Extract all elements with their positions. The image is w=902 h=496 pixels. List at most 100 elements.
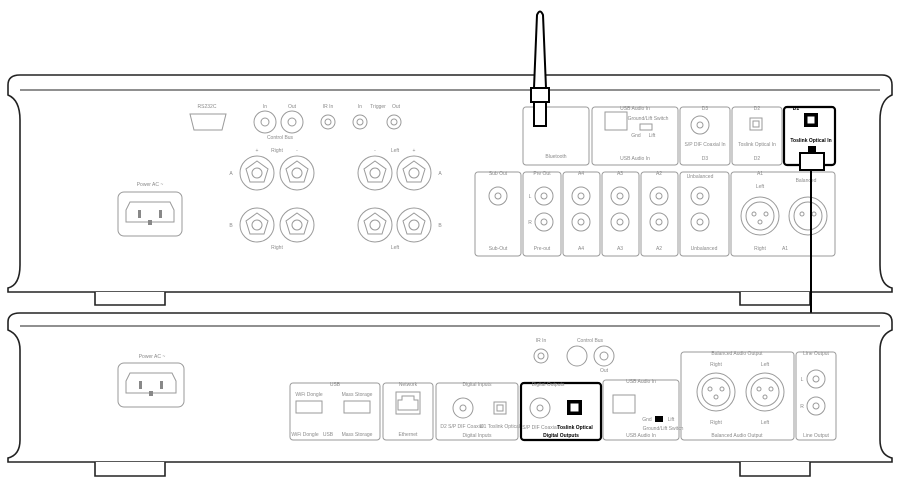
top-unit-usb-audio-in-lift-label: Lift: [649, 133, 656, 139]
top-unit-d1-label-label: Toslink Optical In: [790, 138, 831, 144]
digital-outputs-panel-highlighted: Digital Outputs S/P DIF Coaxial Toslink …: [519, 381, 603, 442]
top-unit-rs232-label: RS232C: [198, 104, 217, 110]
top-unit: Power AC ~ RS232C In Out Control Bus IR …: [7, 10, 893, 306]
bottom-unit-ethernet-label-label: Ethernet: [399, 432, 419, 438]
top-unit-d2-label-label: Toslink Optical In: [738, 142, 776, 148]
top-unit-ir-in-label: IR In: [323, 104, 334, 110]
top-unit-pre-out-r-label: R: [528, 220, 532, 226]
bottom-unit-line-out-r-label: R: [800, 404, 804, 410]
top-unit-speakers-row-b-label: B: [438, 223, 442, 229]
top-unit-speakers-left-label: Left: [391, 148, 400, 154]
top-unit-unbalanced-label-label: Unbalanced: [691, 246, 718, 252]
top-unit-pre-out-label-label: Pre-out: [534, 246, 551, 252]
top-unit-d3-label-label: S/P DIF Coaxial In: [684, 142, 725, 148]
top-unit-a1-sub-label: Balanced: [796, 178, 817, 184]
bottom-unit-usb-bottom-left-label: WiFi Dongle: [291, 432, 318, 438]
bottom-unit-digital-inputs-d1-label: D1 Toslink Optical: [480, 424, 520, 430]
line-output-panel: Line Output L R Line Output: [795, 351, 837, 441]
top-unit-usb-audio-in-header-label: USB Audio In: [620, 106, 650, 112]
bottom-unit-line-out-label-label: Line Output: [803, 433, 829, 439]
balanced-audio-output-panel: Balanced Audio Output Right Left Right L…: [680, 351, 795, 441]
top-unit-d1-header-label: D1: [793, 106, 800, 112]
sub-out-panel: Sub Out Sub-Out: [474, 171, 522, 257]
top-unit-trigger-out-label: Out: [392, 104, 401, 110]
top-unit-a1-label-label: A1: [782, 246, 788, 252]
bottom-unit-usb-header-label: USB: [330, 382, 341, 388]
top-unit-a2-label: A2: [656, 171, 662, 177]
a2-panel: A2 A2: [640, 171, 679, 257]
top-unit-a1-right-label: Right: [754, 246, 766, 252]
usb-audio-in-panel: USB Audio In Ground/Lift Switch Gnd Lift…: [591, 106, 679, 166]
d2-optical-panel: D2 Toslink Optical In D2: [731, 106, 783, 166]
bottom-unit-digital-inputs-header-label: Digital Inputs: [463, 382, 492, 388]
top-unit-a1-left-label: Left: [756, 184, 765, 190]
top-unit-pre-out-l-label: L: [529, 194, 532, 200]
bottom-unit-digital-outputs-header-label: Digital Outputs: [532, 382, 565, 388]
bottom-unit-digital-inputs-label-label: Digital Inputs: [463, 433, 492, 439]
bottom-unit-ir-in-label: IR In: [536, 338, 547, 344]
bottom-unit-balanced-header-label: Balanced Audio Output: [711, 351, 763, 357]
bottom-unit-ethernet-header-label: Network: [399, 382, 418, 388]
unbalanced-panel: Unbalanced Unbalanced: [679, 171, 730, 257]
top-unit-usb-audio-in-gnd-label: Gnd: [631, 133, 641, 139]
rs232-port: RS232C: [189, 104, 227, 131]
bottom-unit: Power AC ~ IR In Control Bus Out USB WiF…: [7, 312, 893, 477]
top-unit-a3-label: A3: [617, 171, 623, 177]
top-unit-a1-header-label: A1: [757, 171, 763, 177]
top-unit-a3-label: A3: [617, 246, 623, 252]
foot-right: [739, 462, 811, 477]
top-unit-bluetooth-label: Bluetooth: [545, 154, 566, 160]
a1-balanced-panel: A1 Balanced Left Right A1: [730, 171, 836, 257]
top-unit-control-bus-out-label: Out: [288, 104, 297, 110]
ethernet-panel: Network Ethernet: [382, 382, 434, 441]
bottom-unit-usb-audio-in-label-label: USB Audio In: [626, 433, 656, 439]
bottom-unit-digital-outputs-coax-label: S/P DIF Coaxial: [522, 425, 557, 431]
control-bus-top: In Out Control Bus IR In In Trigger Out: [253, 104, 402, 141]
bottom-unit-line-out-l-label: L: [801, 377, 804, 383]
top-unit-d3-footer-label: D3: [702, 156, 709, 162]
top-unit-a4-label: A4: [578, 171, 584, 177]
top-unit-usb-audio-in-label-label: USB Audio In: [620, 156, 650, 162]
bottom-unit-balanced-left-label: Left: [761, 420, 770, 426]
bottom-unit-usb-audio-in-gnd-label: Gnd: [642, 417, 652, 423]
top-unit-d2-header-label: D2: [754, 106, 761, 112]
top-unit-speakers-plus-label: +: [256, 148, 259, 154]
bottom-unit-usb-port1-label: WiFi Dongle: [295, 392, 322, 398]
top-unit-sub-out-header-label: Sub Out: [489, 171, 508, 177]
top-unit-sub-out-label-label: Sub-Out: [489, 246, 508, 252]
top-unit-a2-label: A2: [656, 246, 662, 252]
bottom-unit-usb-bottom-mid-label: USB: [323, 432, 334, 438]
top-unit-trigger-in-label: In: [358, 104, 362, 110]
bottom-unit-balanced-right-label: Right: [710, 420, 722, 426]
foot-left: [94, 292, 166, 306]
power-inlet: Power AC ~: [117, 354, 185, 408]
foot-left: [94, 462, 166, 477]
usb-audio-in-panel: USB Audio In Gnd Lift Ground/Lift Switch…: [602, 379, 684, 441]
top-unit-d2-footer-label: D2: [754, 156, 761, 162]
antenna: [530, 10, 550, 127]
bottom-unit-control-bus-label-label: Control Bus: [577, 338, 604, 344]
top-unit-usb-audio-in-switch-label: Ground/Lift Switch: [628, 116, 669, 122]
bottom-unit-usb-bottom-right-label: Mass Storage: [342, 432, 373, 438]
pre-out-panel: Pre Out L R Pre-out: [522, 171, 562, 257]
top-unit-a4-label: A4: [578, 246, 584, 252]
bottom-unit-balanced-left-label: Left: [761, 362, 770, 368]
top-unit-speakers-row-a-label: A: [229, 171, 233, 177]
power-inlet: Power AC ~: [117, 182, 183, 237]
bottom-unit-line-out-header-label: Line Output: [803, 351, 829, 357]
top-unit-control-bus-label-label: Control Bus: [267, 135, 294, 141]
bottom-unit-usb-audio-in-lift-label: Lift: [668, 417, 675, 423]
top-unit-pre-out-header-label: Pre Out: [533, 171, 551, 177]
top-unit-trigger-label-label: Trigger: [370, 104, 386, 110]
bottom-unit-usb-audio-in-header-label: USB Audio In: [626, 379, 656, 385]
bottom-unit-power-label: Power AC ~: [139, 354, 166, 360]
bottom-unit-balanced-label-label: Balanced Audio Output: [711, 433, 763, 439]
usb-panel: USB WiFi Dongle Mass Storage WiFi Dongle…: [289, 382, 381, 441]
top-unit-power-label: Power AC ~: [137, 182, 164, 188]
speaker-terminals: + - Right - + Left A B A B Right Left: [229, 148, 442, 251]
top-unit-speakers-right-label: Right: [271, 148, 283, 154]
bottom-unit-control-bus-out-label: Out: [600, 368, 609, 374]
top-unit-d3-header-label: D3: [702, 106, 709, 112]
top-optical-plug: [799, 152, 825, 171]
